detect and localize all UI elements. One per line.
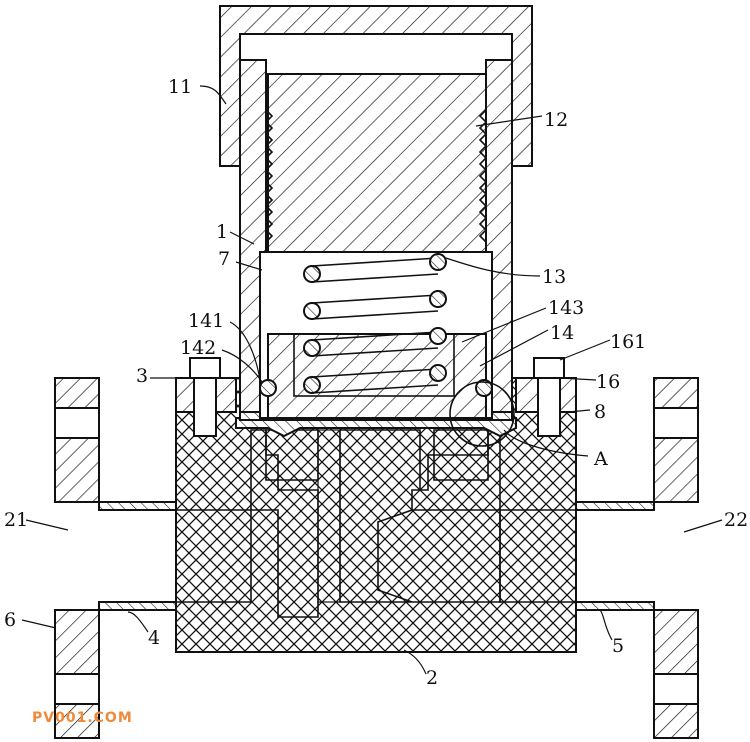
watermark: PV001.COM — [32, 710, 133, 726]
cap — [219, 5, 533, 167]
adjusting-screw — [264, 73, 488, 253]
label-2: 2 — [426, 667, 438, 689]
label-1: 1 — [216, 221, 228, 243]
label-8: 8 — [594, 401, 606, 423]
label-a: A — [593, 448, 608, 470]
label-4: 4 — [148, 627, 160, 649]
right-bolt — [533, 357, 565, 437]
label-7: 7 — [218, 248, 230, 270]
label-12: 12 — [544, 109, 568, 131]
label-16: 16 — [596, 371, 620, 393]
valve-seat — [235, 417, 517, 438]
label-13: 13 — [542, 266, 566, 288]
right-flange — [653, 377, 699, 739]
label-3: 3 — [136, 365, 148, 387]
label-141: 141 — [188, 310, 224, 332]
label-22: 22 — [724, 509, 748, 531]
label-5: 5 — [612, 635, 624, 657]
label-21: 21 — [4, 509, 28, 531]
label-14: 14 — [550, 322, 574, 344]
part-labels: 11 12 1 7 13 143 141 14 142 161 3 16 8 A… — [4, 76, 748, 689]
label-143: 143 — [548, 297, 584, 319]
label-161: 161 — [610, 331, 646, 353]
right-seal-ring — [475, 379, 493, 397]
label-142: 142 — [180, 337, 216, 359]
detail-circle-a — [449, 381, 515, 447]
valve-plug — [267, 333, 487, 419]
left-flange — [54, 377, 100, 739]
leader-lines — [21, 85, 723, 675]
label-6: 6 — [4, 609, 16, 631]
spring — [303, 253, 447, 394]
label-11: 11 — [168, 76, 192, 98]
left-seal-ring — [259, 379, 277, 397]
left-bolt — [189, 357, 221, 437]
